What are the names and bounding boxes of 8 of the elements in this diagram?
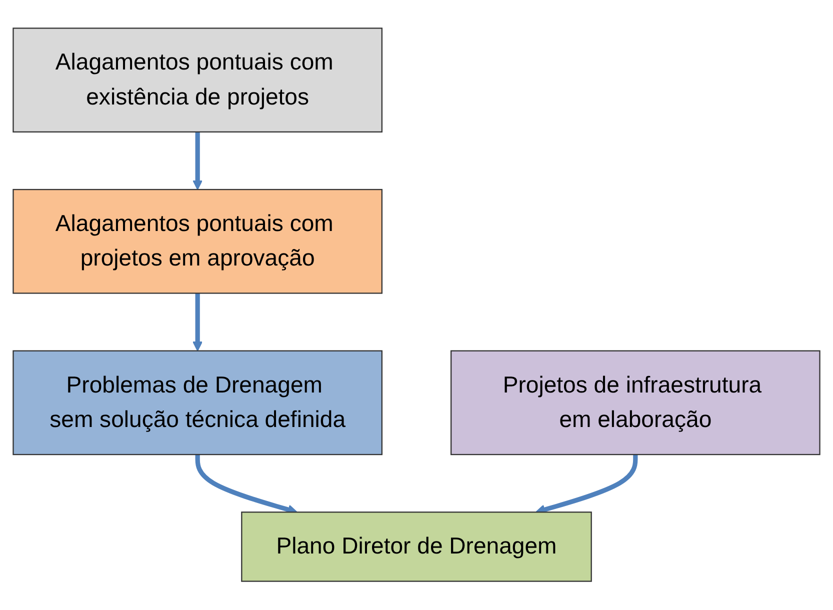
arrow bbox=[192, 293, 203, 352]
node-box bbox=[12, 350, 382, 456]
node-box bbox=[450, 350, 820, 456]
arrow bbox=[192, 132, 203, 190]
flowchart: Alagamentos pontuais com existência de projetos Alagamentos pontuais com projetos em aprovação Problemas de Drenagem sem solução técnica definida Projetos de infraestrutura em elaboração Plano Diretor de Drenagem bbox=[4, 19, 829, 591]
node-box bbox=[12, 189, 382, 294]
node-box bbox=[241, 512, 592, 582]
node-box bbox=[12, 28, 382, 133]
